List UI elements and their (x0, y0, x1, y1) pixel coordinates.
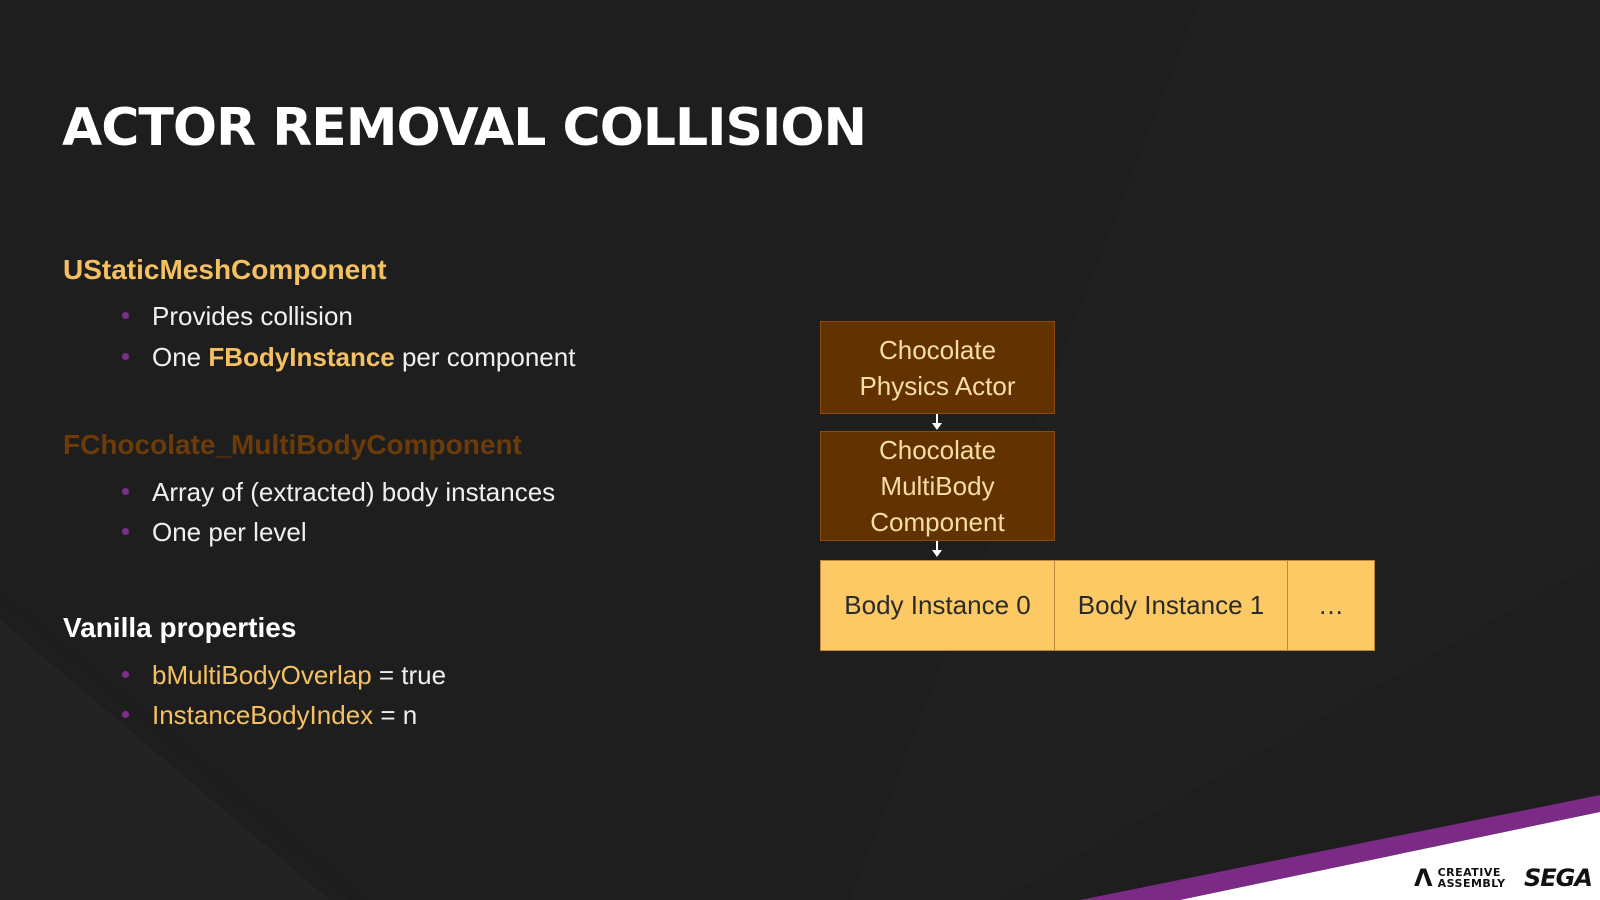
bullet-dot (122, 312, 129, 319)
diagram-multibody-component-box: Chocolate MultiBody Component (820, 431, 1055, 541)
creative-assembly-mark-icon: Ʌ (1414, 864, 1433, 892)
box-line: Physics Actor (859, 370, 1016, 401)
bullet-text: Array of (extracted) body instances (152, 477, 556, 507)
bullet-text: bMultiBodyOverlap = true (152, 659, 446, 691)
diagram-physics-actor-box: Chocolate Physics Actor (820, 321, 1055, 414)
creative-assembly-wordmark: CREATIVE ASSEMBLY (1438, 867, 1506, 889)
bullet-text: InstanceBodyIndex = n (152, 699, 417, 731)
bullet-suffix: = true (371, 660, 447, 690)
creative-assembly-logo: Ʌ CREATIVE ASSEMBLY (1414, 866, 1506, 890)
bullet-dot (122, 528, 129, 535)
logo-text-line: ASSEMBLY (1437, 877, 1506, 890)
diagram-arrow (932, 414, 942, 430)
bullet-dot (122, 488, 129, 495)
bullet-suffix: per component (394, 342, 576, 372)
bullet-highlight: FBodyInstance (208, 342, 395, 372)
bullet-prefix: One (152, 342, 209, 372)
bullet-text: Provides collision (152, 301, 353, 331)
bullet-highlight: bMultiBodyOverlap (152, 660, 372, 690)
bullet-text: One per level (152, 517, 307, 547)
box-line: MultiBody (880, 471, 995, 501)
bullet-dot (122, 353, 129, 360)
bullet-dot (122, 711, 129, 718)
section-heading-vanilla-properties: Vanilla properties (63, 612, 297, 643)
diagram-body-instance-box: Body Instance 1 (1054, 560, 1288, 651)
slide-title: ACTOR REMOVAL COLLISION (62, 98, 867, 158)
diagram-body-instance-box: Body Instance 0 (820, 560, 1055, 651)
box-line: Chocolate (878, 435, 997, 465)
bullet-suffix: = n (373, 700, 418, 730)
bullet-text: One FBodyInstance per component (152, 341, 575, 373)
bullet-dot (122, 671, 129, 678)
box-line: Chocolate (878, 334, 997, 365)
diagram-body-instance-ellipsis-box: … (1287, 560, 1375, 651)
bullet-highlight: InstanceBodyIndex (152, 700, 374, 730)
sega-logo: SEGA (1524, 864, 1593, 892)
box-line: Component (870, 507, 1005, 537)
logo-text-line: CREATIVE (1437, 866, 1501, 879)
section-heading-fchocolate-multibodycomponent: FChocolate_MultiBodyComponent (63, 429, 522, 460)
section-heading-ustaticmeshcomponent: UStaticMeshComponent (63, 254, 387, 285)
diagram-arrow (932, 541, 942, 557)
